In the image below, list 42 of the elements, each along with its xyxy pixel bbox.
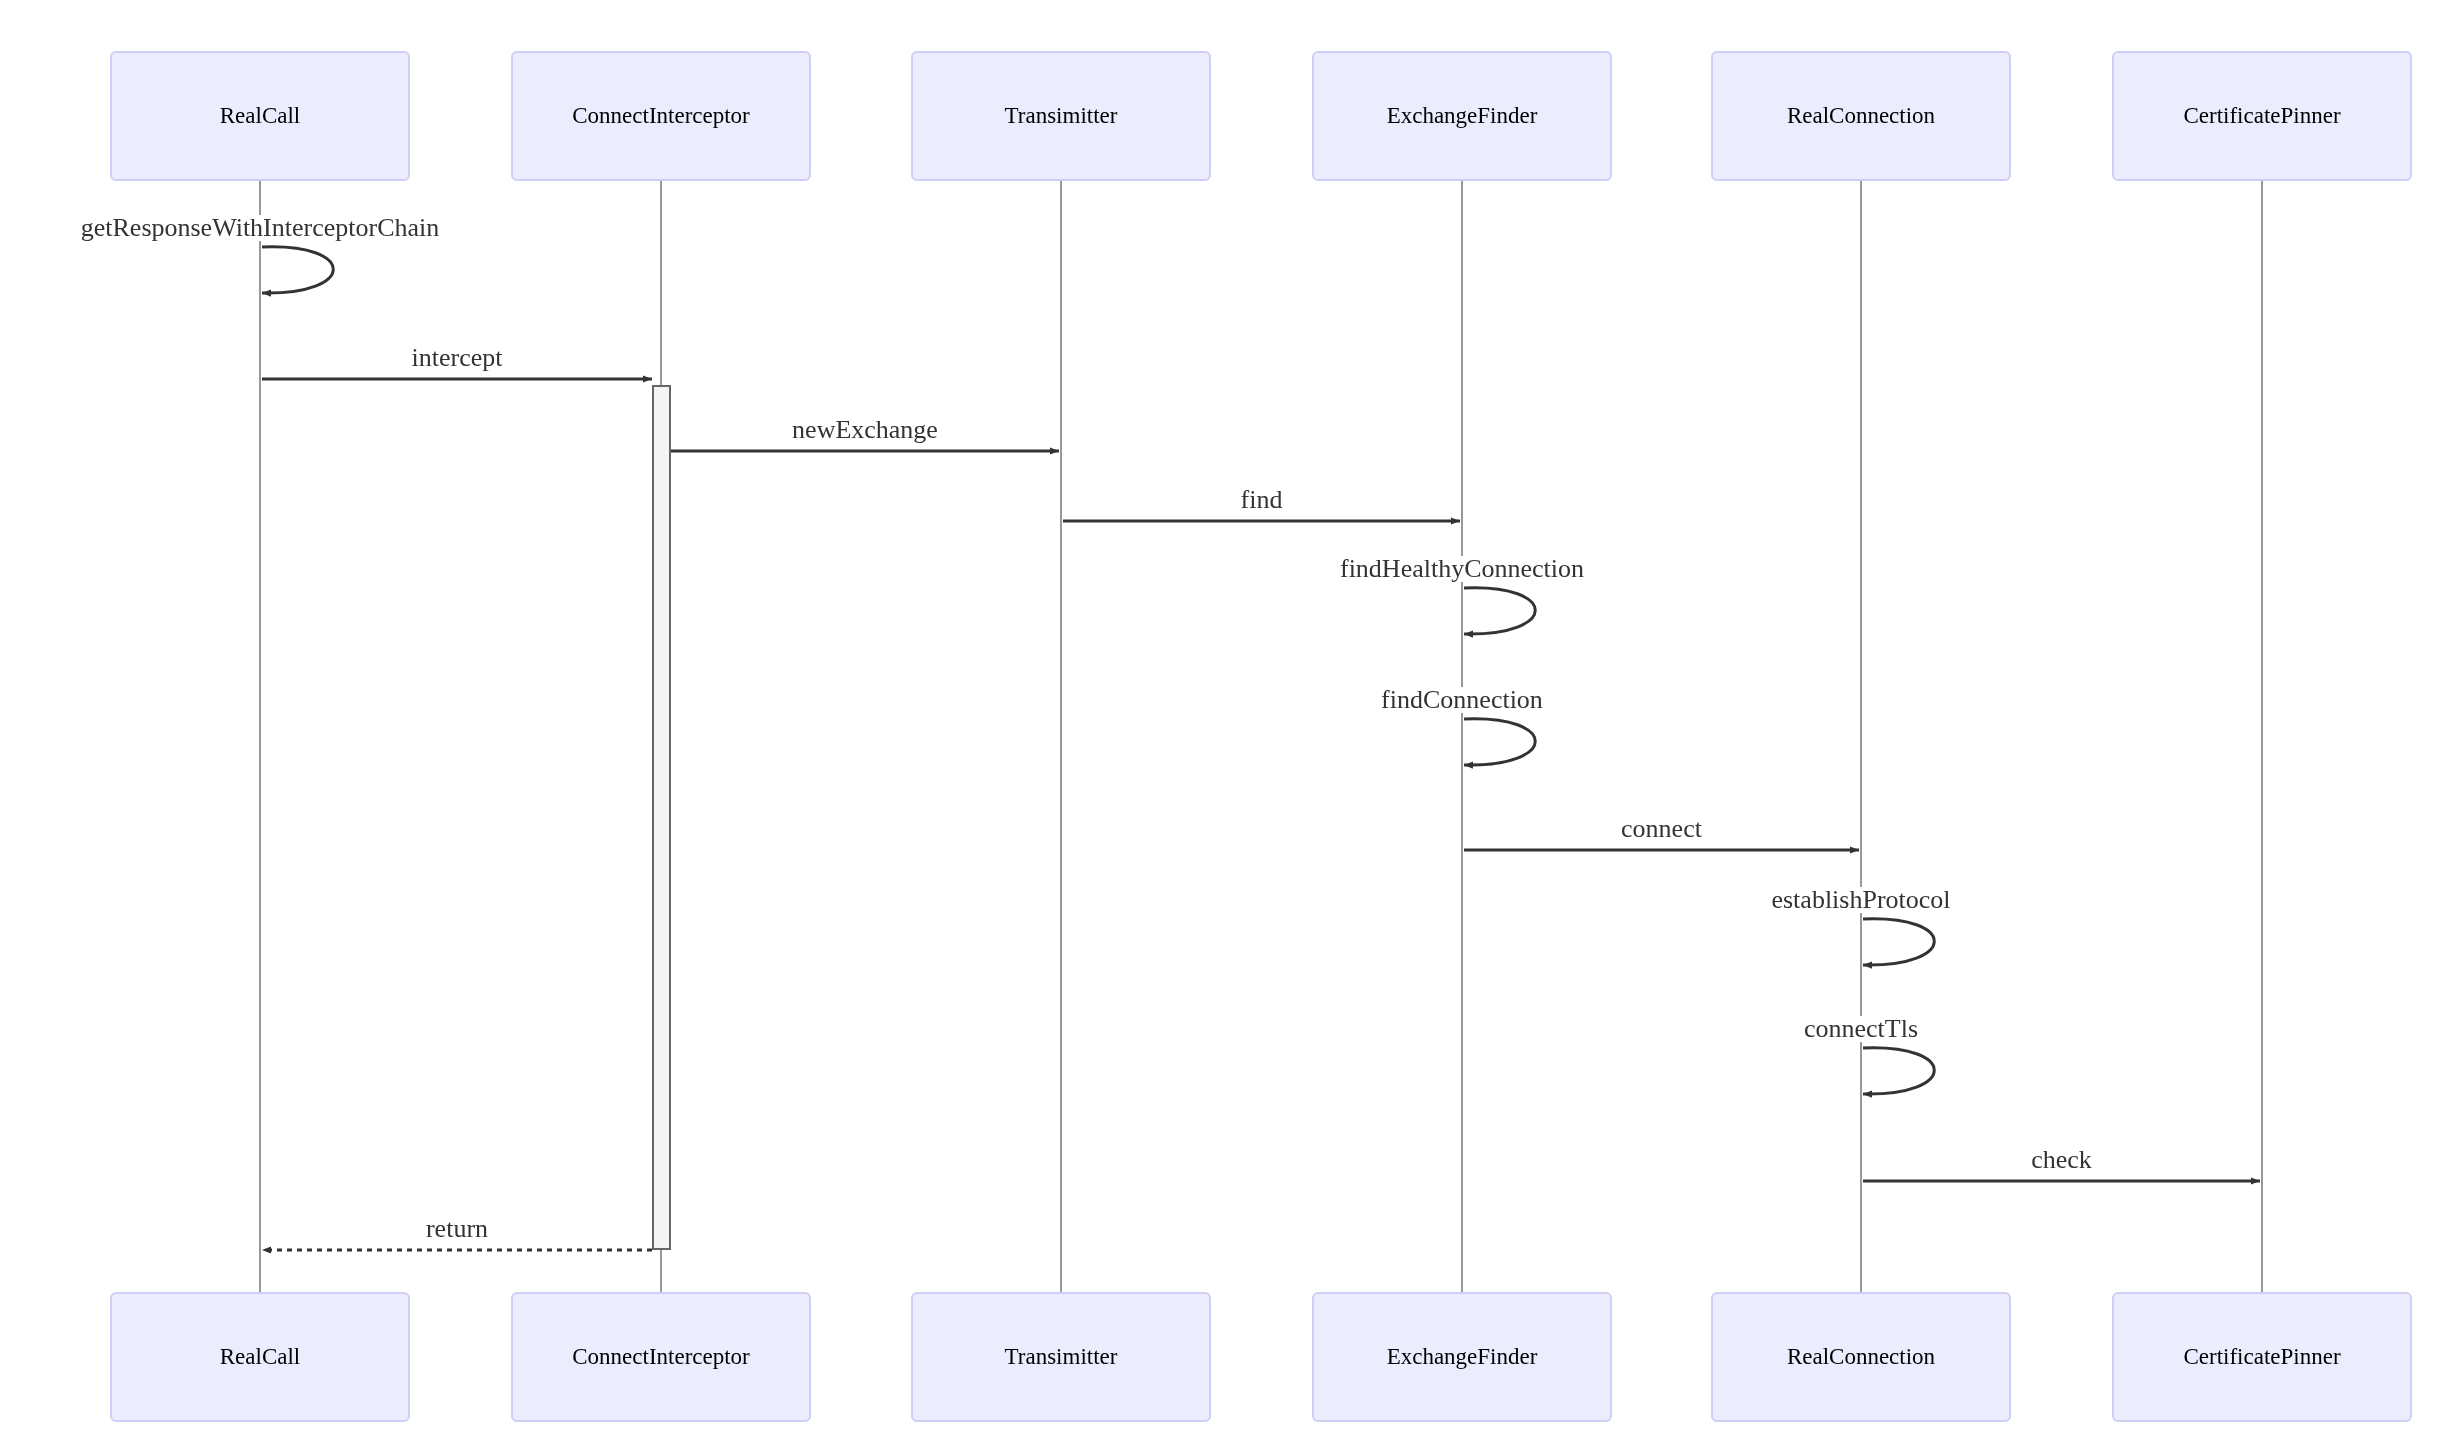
participant-name: RealConnection: [1786, 1342, 1936, 1371]
participant-box: [511, 1292, 811, 1422]
participant-box: [110, 1292, 410, 1422]
participant-name: Transimitter: [1004, 101, 1118, 130]
participant-name: ConnectInterceptor: [572, 101, 750, 130]
participant-name: RealConnection: [1786, 101, 1936, 130]
self-message-arrow: [1463, 586, 1537, 638]
participant-name: ExchangeFinder: [1386, 1342, 1538, 1371]
activation-bar: [652, 385, 671, 1250]
edge-label: findHealthyConnection: [1337, 556, 1587, 582]
participant-box: [1312, 51, 1612, 181]
edge-label: findConnection: [1379, 687, 1545, 713]
message-arrow: [262, 1246, 652, 1254]
participant-box: [1711, 51, 2011, 181]
participant-box: [2112, 51, 2412, 181]
participant-name: RealCall: [219, 101, 301, 130]
lifeline: [2260, 181, 2264, 1292]
participant-box: [2112, 1292, 2412, 1422]
participant-name: ConnectInterceptor: [572, 1342, 750, 1371]
message-arrow: [671, 447, 1059, 455]
participant-box: [911, 51, 1211, 181]
edge-label: getResponseWithInterceptorChain: [78, 215, 442, 241]
participant-box: [511, 51, 811, 181]
participant-box: [1312, 1292, 1612, 1422]
self-message-arrow: [1862, 1046, 1936, 1098]
participant-box: [911, 1292, 1211, 1422]
self-message-arrow: [261, 245, 335, 297]
message-arrow: [1863, 1177, 2260, 1185]
participant-name: ExchangeFinder: [1386, 101, 1538, 130]
participant-name: RealCall: [219, 1342, 301, 1371]
participant-box: [1711, 1292, 2011, 1422]
participant-box: [110, 51, 410, 181]
message-arrow: [262, 375, 652, 383]
message-arrow: [1464, 846, 1859, 854]
participant-name: CertificatePinner: [2183, 1342, 2341, 1371]
message-arrow: [1063, 517, 1460, 525]
edge-label: establishProtocol: [1769, 887, 1953, 913]
participant-name: CertificatePinner: [2183, 101, 2341, 130]
participant-name: Transimitter: [1004, 1342, 1118, 1371]
lifeline: [1059, 181, 1063, 1292]
self-message-arrow: [1862, 917, 1936, 969]
self-message-arrow: [1463, 717, 1537, 769]
